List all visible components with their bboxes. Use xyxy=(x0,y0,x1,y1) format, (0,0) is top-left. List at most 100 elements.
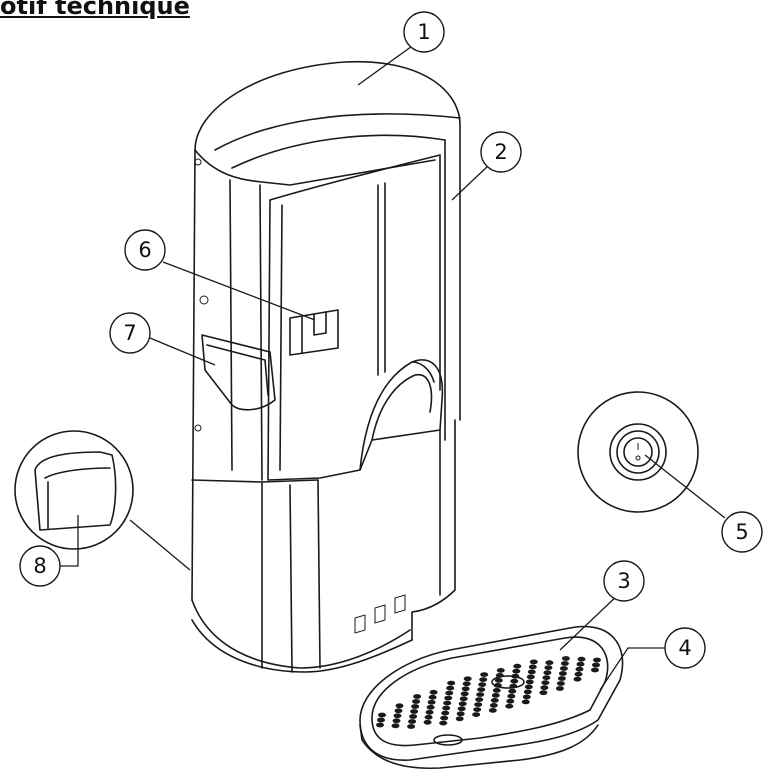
tray-hole xyxy=(525,679,534,685)
tray-hole xyxy=(411,704,420,709)
tray-hole xyxy=(528,664,537,670)
callout-8: 8 xyxy=(19,545,61,587)
tray-hole xyxy=(439,720,448,726)
tray-hole xyxy=(474,702,483,707)
svg-text:2: 2 xyxy=(494,140,507,164)
tray-hole xyxy=(426,704,435,710)
callout-4: 4 xyxy=(664,627,706,669)
leader-3 xyxy=(559,592,621,651)
svg-text:3: 3 xyxy=(617,569,630,593)
tray-hole xyxy=(392,718,401,724)
tray-hole xyxy=(442,705,451,711)
tray-hole xyxy=(540,685,549,691)
tray-hole xyxy=(490,698,499,703)
tray-hole xyxy=(460,691,469,697)
tray-hole xyxy=(488,708,497,713)
tray-hole xyxy=(512,668,521,674)
tray-hole xyxy=(457,706,466,712)
tray-hole xyxy=(506,698,515,704)
tray-hole xyxy=(591,667,599,673)
tray-hole xyxy=(459,696,468,702)
leader-8 xyxy=(60,515,79,567)
tray-hole xyxy=(508,688,517,694)
tray-hole xyxy=(577,656,586,662)
tray-hole xyxy=(445,690,454,696)
tray-hole xyxy=(477,687,486,692)
tray-hole xyxy=(472,712,481,717)
tray-hole xyxy=(478,682,487,687)
tray-hole xyxy=(541,680,550,686)
tray-hole xyxy=(447,680,456,686)
tray-hole xyxy=(441,710,450,716)
tray-hole xyxy=(496,668,505,673)
tray-hole xyxy=(479,677,488,682)
tray-hole xyxy=(424,714,433,720)
svg-text:6: 6 xyxy=(138,238,151,262)
tray-hole xyxy=(410,709,419,714)
tray-hole xyxy=(559,666,568,671)
callout-3: 3 xyxy=(603,560,645,602)
tray-hole xyxy=(480,672,489,677)
leader-7 xyxy=(149,337,216,366)
tray-hole xyxy=(592,662,600,668)
tray-hole xyxy=(407,724,416,729)
tray-hole xyxy=(443,700,452,706)
tray-hole xyxy=(527,669,536,675)
tray-hole xyxy=(462,681,471,687)
tray-hole xyxy=(394,708,403,714)
handle-detail xyxy=(14,430,191,571)
tray-hole xyxy=(428,694,437,700)
tray-hole xyxy=(377,717,385,723)
callout-1: 1 xyxy=(403,11,445,53)
tray-hole xyxy=(423,719,432,725)
tray-hole xyxy=(391,723,400,729)
tray-hole xyxy=(539,690,548,696)
leader-5 xyxy=(644,454,726,519)
tray-hole xyxy=(489,703,498,708)
leader-1 xyxy=(357,43,416,86)
leader-4 xyxy=(599,647,665,691)
tray-hole xyxy=(560,661,569,666)
tray-hole xyxy=(542,675,551,681)
tray-hole xyxy=(412,699,421,704)
tray-hole xyxy=(573,676,582,682)
tray-hole xyxy=(545,660,554,666)
tray-hole xyxy=(556,681,565,686)
tray-hole xyxy=(593,657,601,663)
tray-hole xyxy=(524,684,533,690)
page-title: otif technique xyxy=(0,0,190,20)
svg-text:8: 8 xyxy=(33,554,46,578)
tray-hole xyxy=(574,671,583,677)
tray-hole xyxy=(461,686,470,692)
callout-6: 6 xyxy=(124,229,166,271)
tray-hole xyxy=(526,674,535,680)
callout-7: 7 xyxy=(109,312,151,354)
tray-hole xyxy=(473,707,482,712)
tray-holes xyxy=(376,656,601,729)
tray-hole xyxy=(409,714,418,719)
tray-hole xyxy=(395,703,404,709)
tray-hole xyxy=(408,719,417,724)
tray-hole xyxy=(425,709,434,715)
tray-hole xyxy=(444,695,453,701)
tray-hole xyxy=(513,663,522,669)
svg-text:5: 5 xyxy=(735,520,748,544)
tray-hole xyxy=(475,697,484,702)
leader-2 xyxy=(451,163,491,201)
tray-hole xyxy=(575,666,584,672)
tray-hole xyxy=(378,712,386,718)
tray-hole xyxy=(521,699,530,705)
svg-text:4: 4 xyxy=(678,636,691,660)
tray-hole xyxy=(494,678,503,683)
tray-hole xyxy=(491,693,500,698)
tray-hole xyxy=(555,686,564,691)
tray-hole xyxy=(561,656,570,661)
tray-hole xyxy=(492,688,501,693)
tray-hole xyxy=(458,701,467,707)
tray-hole xyxy=(557,676,566,681)
machine-body xyxy=(191,60,461,673)
tray-hole xyxy=(476,692,485,697)
tray-hole xyxy=(376,722,384,728)
tray-hole xyxy=(440,715,449,721)
drip-tray xyxy=(359,625,624,770)
